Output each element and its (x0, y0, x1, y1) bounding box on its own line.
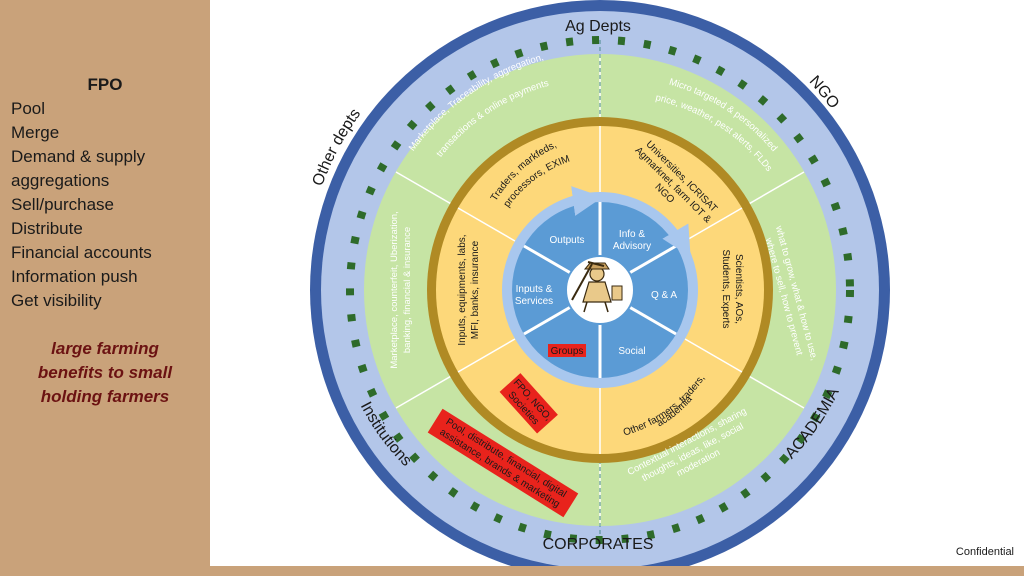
fpo-item-distribute: Distribute (11, 219, 83, 238)
yellow-right-line-1: Scientists, AOs, (733, 254, 744, 324)
fpo-item-merge: Merge (11, 123, 60, 142)
inner-label-inputs-services: Inputs & Services (515, 284, 553, 307)
yellow-right-line-2: Students, Experts (720, 250, 731, 329)
fpo-item-pool: Pool (11, 99, 46, 118)
inner-label-social: Social (618, 346, 645, 357)
yellow-left-line-1: Inputs, equipments, labs, (457, 234, 468, 345)
fpo-item-demand-supply: Demand & supply (11, 147, 146, 166)
fpo-item-information-push: Information push (11, 267, 138, 286)
inputs-services-line-2: Services (515, 296, 553, 307)
green-left-text: Marketplace, counterfeit, Uberization, b… (389, 211, 413, 368)
fpo-function-list: Pool Merge Demand & supply aggregations … (11, 97, 152, 313)
groups-highlight (548, 344, 586, 357)
confidential-label: Confidential (955, 546, 1014, 558)
fpo-item-aggregations: aggregations (11, 171, 110, 190)
fpo-item-get-visibility: Get visibility (11, 291, 102, 310)
green-left-line-1: Marketplace, counterfeit, Uberization, (389, 211, 400, 368)
label-corporates: CORPORATES (543, 536, 654, 553)
green-left-line-2: banking, financial & insurance (402, 227, 413, 353)
inputs-services-line-1: Inputs & (516, 284, 553, 295)
tagline-line-3: holding farmers (40, 387, 170, 406)
inner-label-outputs: Outputs (549, 235, 584, 246)
yellow-left-line-2: MFI, banks, insurance (470, 240, 481, 339)
farmer-icon (565, 255, 635, 325)
dashed-boundary (346, 36, 854, 544)
inner-label-qa: Q & A (651, 290, 677, 301)
tagline-line-1: large farming (51, 339, 159, 358)
bottom-bar (210, 566, 1024, 576)
info-advisory-line-1: Info & (619, 229, 645, 240)
yellow-left-text: Inputs, equipments, labs, MFI, banks, in… (457, 234, 481, 345)
yellow-band-dividers (457, 126, 743, 454)
tagline-line-2: benefits to small (37, 363, 173, 382)
label-ag-depts: Ag Depts (565, 18, 631, 35)
inner-label-groups: Groups (551, 346, 584, 357)
fpo-tagline: large farming benefits to small holding … (0, 337, 210, 409)
cycle-arrows (519, 186, 691, 257)
info-advisory-line-2: Advisory (613, 241, 651, 252)
fpo-item-sell-purchase: Sell/purchase (11, 195, 115, 214)
yellow-right-text: Scientists, AOs, Students, Experts (720, 250, 744, 329)
inner-label-info-advisory: Info & Advisory (613, 229, 651, 252)
fpo-title: FPO (87, 75, 123, 94)
fpo-item-financial-accounts: Financial accounts (11, 243, 152, 262)
ecosystem-diagram: Ag Depts CORPORATES Other depts Institut… (310, 0, 890, 566)
fpo-sidebar: FPO Pool Merge Demand & supply aggregati… (0, 0, 210, 576)
